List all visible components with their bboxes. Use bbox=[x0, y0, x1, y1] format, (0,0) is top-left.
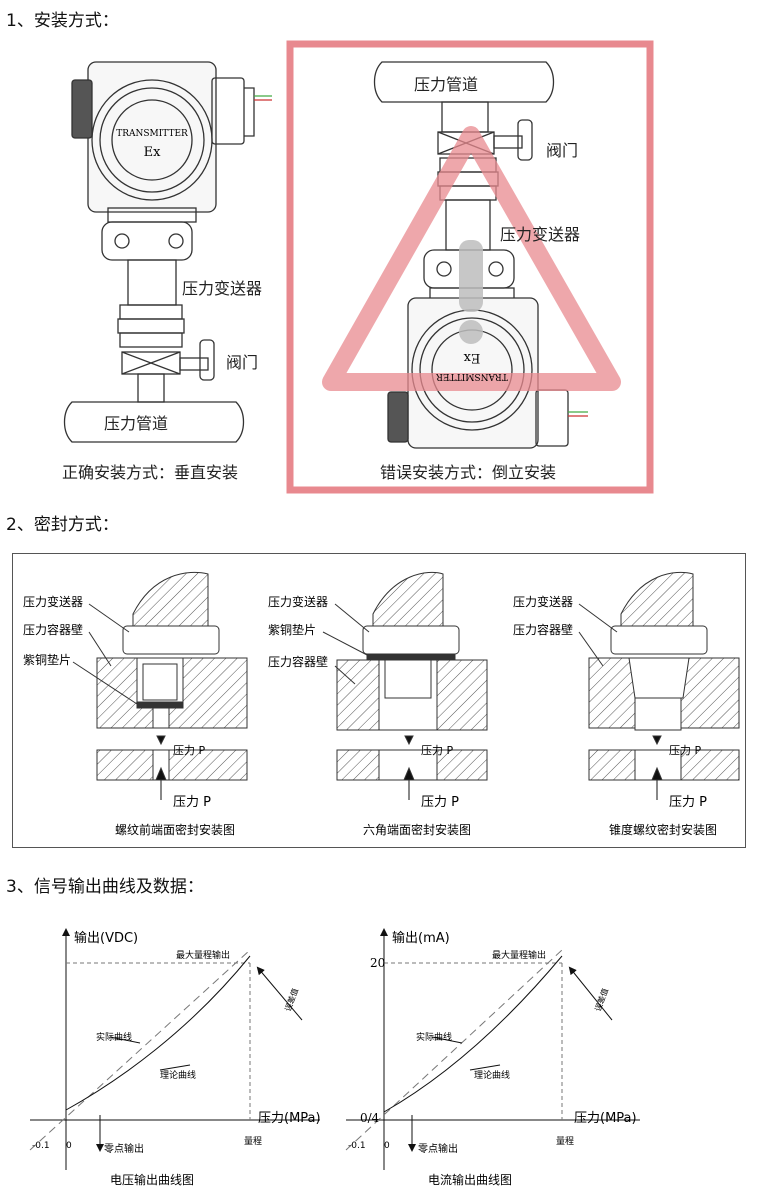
panel3-pressure: 压力 P bbox=[669, 795, 707, 810]
panel3-label-transmitter: 压力变送器 bbox=[513, 594, 573, 609]
current-xlabel: 压力(MPa) bbox=[574, 1111, 637, 1126]
panel2-label-gasket: 紫铜垫片 bbox=[268, 622, 316, 637]
right-transmitter-label: 压力变送器 bbox=[500, 225, 580, 244]
seal-panel-2 bbox=[336, 571, 488, 800]
current-x-zero: 0 bbox=[384, 1141, 390, 1151]
voltage-x-neg: -0.1 bbox=[32, 1141, 50, 1151]
voltage-xlabel: 压力(MPa) bbox=[258, 1111, 321, 1126]
current-curve-chart bbox=[345, 928, 640, 1170]
current-y-top: 20 bbox=[370, 956, 385, 970]
current-theory-label: 理论曲线 bbox=[474, 1069, 510, 1081]
current-ylabel: 输出(mA) bbox=[392, 930, 450, 946]
voltage-range-label: 量程 bbox=[244, 1136, 262, 1147]
voltage-max-output: 最大量程输出 bbox=[176, 949, 230, 961]
left-transmitter-text1: TRANSMITTER bbox=[116, 129, 188, 139]
warning-frame bbox=[286, 40, 654, 494]
current-y-bottom: 0/4 bbox=[360, 1111, 380, 1125]
panel1-pressure: 压力 P bbox=[173, 795, 211, 810]
current-real-curve bbox=[383, 955, 563, 1113]
warning-triangle-icon bbox=[322, 126, 621, 391]
panel2-pressure-inner: 压力 P bbox=[421, 744, 453, 757]
current-real-curve-label: 实际曲线 bbox=[416, 1031, 452, 1043]
signal-section-title: 3、信号输出曲线及数据： bbox=[6, 877, 204, 897]
panel2-caption: 六角端面密封安装图 bbox=[363, 822, 471, 837]
voltage-real-curve-label: 实际曲线 bbox=[96, 1031, 132, 1043]
voltage-theory-line bbox=[29, 949, 251, 1151]
panel2-label-transmitter: 压力变送器 bbox=[268, 594, 328, 609]
voltage-theory-label: 理论曲线 bbox=[160, 1069, 196, 1081]
install-section-title: 1、安装方式： bbox=[6, 11, 119, 31]
panel1-label-transmitter: 压力变送器 bbox=[23, 594, 83, 609]
current-zero-output: 零点输出 bbox=[418, 1142, 458, 1155]
panel1-pressure-inner: 压力 P bbox=[173, 744, 205, 757]
output-curves: 输出(VDC) 最大量程输出 实际曲线 理论曲线 误差值 压力(MPa) 量程 … bbox=[29, 928, 640, 1187]
voltage-ylabel: 输出(VDC) bbox=[74, 930, 138, 946]
panel2-pressure: 压力 P bbox=[421, 795, 459, 810]
wrong-install-caption: 错误安装方式：倒立安装 bbox=[380, 463, 556, 482]
seal-section-title: 2、密封方式： bbox=[6, 515, 119, 535]
current-range-label: 量程 bbox=[556, 1136, 574, 1147]
seal-methods-panel: 压力变送器 压力容器壁 紫铜垫片 压力 P 压力 P 螺纹前端面密封安装图 压力… bbox=[12, 553, 746, 848]
current-x-neg: -0.1 bbox=[348, 1141, 366, 1151]
panel2-label-wall: 压力容器壁 bbox=[268, 654, 328, 669]
left-transmitter-label: 压力变送器 bbox=[182, 279, 262, 298]
exclamation-dot-icon bbox=[459, 320, 483, 344]
installation-diagrams: TRANSMITTER Ex 压力变送器 阀门 压力管道 正确安装方式：垂直安装… bbox=[62, 40, 654, 494]
panel1-label-gasket: 紫铜垫片 bbox=[23, 652, 71, 667]
current-max-output: 最大量程输出 bbox=[492, 949, 546, 961]
right-valve-label: 阀门 bbox=[546, 141, 578, 160]
voltage-real-curve bbox=[65, 955, 251, 1111]
seal-diagrams: 压力变送器 压力容器壁 紫铜垫片 压力 P 压力 P 螺纹前端面密封安装图 压力… bbox=[23, 571, 740, 837]
panel1-caption: 螺纹前端面密封安装图 bbox=[115, 822, 235, 837]
seal-panel-3 bbox=[588, 571, 740, 800]
current-caption: 电流输出曲线图 bbox=[428, 1172, 512, 1187]
exclamation-icon bbox=[459, 240, 483, 312]
voltage-curve-chart bbox=[29, 928, 320, 1170]
left-pipe-label: 压力管道 bbox=[104, 414, 168, 433]
right-transmitter-text2: Ex bbox=[463, 350, 480, 365]
correct-install-caption: 正确安装方式：垂直安装 bbox=[62, 463, 238, 482]
voltage-x-zero: 0 bbox=[66, 1141, 72, 1151]
panel3-caption: 锥度螺纹密封安装图 bbox=[609, 822, 717, 837]
voltage-zero-output: 零点输出 bbox=[104, 1142, 144, 1155]
panel1-label-wall: 压力容器壁 bbox=[23, 622, 83, 637]
right-transmitter-text1: TRANSMITTER bbox=[436, 371, 508, 381]
current-theory-line bbox=[345, 949, 563, 1151]
right-pipe-label: 压力管道 bbox=[414, 75, 478, 94]
panel3-pressure-inner: 压力 P bbox=[669, 744, 701, 757]
voltage-caption: 电压输出曲线图 bbox=[110, 1172, 194, 1187]
panel3-label-wall: 压力容器壁 bbox=[513, 622, 573, 637]
left-transmitter-text2: Ex bbox=[144, 145, 161, 160]
left-valve-label: 阀门 bbox=[226, 353, 258, 372]
seal-panel-1 bbox=[96, 571, 248, 800]
correct-install-drawing bbox=[63, 61, 272, 443]
